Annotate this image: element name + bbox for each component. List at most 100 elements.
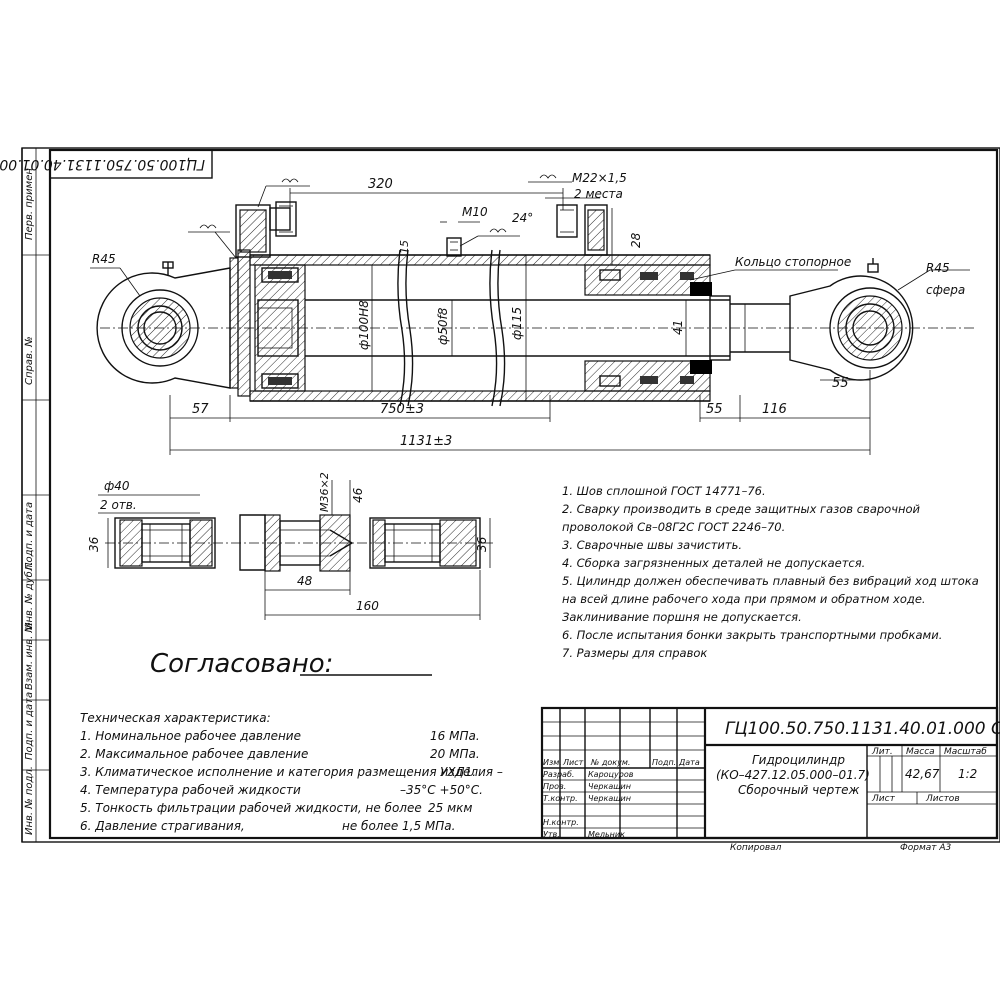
tech-row-2-value: УХЛ1. — [440, 765, 476, 779]
dim-r45-left: R45 — [92, 252, 116, 266]
dim-320: 320 — [368, 177, 393, 192]
dim-phi40: ф40 — [104, 479, 130, 493]
dim-m36: М36×2 — [318, 472, 331, 512]
dim-36-b: 36 — [475, 536, 489, 552]
dim-phi50: ф50f8 — [436, 307, 450, 345]
note-line-9: 7. Размеры для справок — [562, 646, 707, 660]
left-eye — [96, 261, 231, 389]
tech-heading: Техническая характеристика: — [80, 711, 271, 725]
piston — [254, 264, 306, 392]
dim-m22: М22×1,5 — [572, 171, 627, 185]
dim-55-b: 55 — [832, 376, 849, 391]
name-0: Кароцуров — [588, 770, 634, 779]
gland — [584, 264, 712, 392]
drawing-type: Сборочный чертеж — [738, 783, 860, 797]
detail-dim-texts: ф40 2 отв. 36 М36×2 46 48 160 36 — [87, 472, 489, 613]
note-line-3: 3. Сварочные швы зачистить. — [562, 538, 742, 552]
side-label-3: Инв. № дубл. — [23, 562, 35, 630]
dim-r45-right: R45 — [926, 261, 950, 275]
note-line-8: 6. После испытания бонки закрыть транспо… — [562, 628, 942, 642]
note-line-5: 5. Цилиндр должен обеспечивать плавный б… — [562, 574, 979, 588]
side-strip: Перв. примен Справ. № Подп. и дата Инв. … — [21, 148, 50, 842]
col-doc: № докум. — [590, 758, 630, 767]
dim-phi115: ф115 — [510, 307, 524, 340]
rod — [305, 295, 790, 361]
cylinder-assembly — [96, 174, 975, 407]
side-label-6: Инв. № подл. — [24, 766, 35, 835]
col-izm: Изм. — [543, 758, 562, 767]
header-sheets: Листов — [925, 794, 960, 804]
rotated-stamp-text: ГЦ100.50.750.1131.40.01.000 СБ — [0, 156, 205, 172]
dim-116: 116 — [762, 402, 787, 417]
rotated-stamp: ГЦ100.50.750.1131.40.01.000 СБ — [0, 149, 213, 179]
side-label-2: Подп. и дата — [24, 502, 35, 570]
dim-1131: 1131±3 — [400, 434, 452, 449]
tech-row-3-label: 4. Температура рабочей жидкости — [80, 783, 301, 797]
agreement: Согласовано: — [150, 649, 432, 679]
role-2: Т.контр. — [543, 794, 578, 803]
dim-24deg: 24° — [512, 211, 533, 225]
dim-160: 160 — [356, 599, 379, 613]
tech-characteristics: Техническая характеристика: 1. Номинальн… — [80, 711, 503, 833]
header-sheet: Лист — [871, 794, 896, 804]
side-label-1: Справ. № — [24, 336, 35, 385]
name-5: Мельник — [588, 830, 625, 839]
dim-57: 57 — [192, 402, 209, 417]
side-label-4: Взам. инв. № — [24, 622, 35, 690]
col-sign: Подп. — [652, 758, 676, 767]
col-list: Лист — [562, 758, 584, 767]
scale-value: 1:2 — [958, 767, 977, 781]
inner-frame — [48, 148, 999, 840]
detail-section — [98, 480, 495, 620]
right-eye — [789, 258, 914, 381]
dim-55-a: 55 — [706, 402, 723, 417]
cylinder-tube — [249, 249, 711, 407]
dim-46: 46 — [351, 487, 365, 503]
role-5: Утв. — [543, 830, 560, 839]
name-2: Черкашин — [588, 794, 631, 803]
tech-row-1-label: 2. Максимальное рабочее давление — [80, 747, 308, 761]
header-mass: Масса — [906, 747, 935, 757]
note-line-7: Заклинивание поршня не допускается. — [562, 610, 802, 624]
dim-sphere: сфера — [926, 283, 965, 297]
dim-2-holes: 2 отв. — [100, 498, 137, 512]
side-label-0: Перв. примен — [24, 168, 35, 240]
note-line-4: 4. Сборка загрязненных деталей не допуск… — [562, 556, 865, 570]
tech-row-4-value: 25 мкм — [428, 801, 472, 815]
dim-750: 750±3 — [380, 402, 424, 417]
main-dimensions — [90, 188, 970, 455]
role-4: Н.контр. — [543, 818, 579, 827]
tech-row-5-value: не более 1,5 МПа. — [342, 819, 455, 833]
col-date: Дата — [678, 758, 700, 767]
dim-48: 48 — [297, 574, 313, 588]
product-code: (КО–427.12.05.000–01.7) — [716, 768, 870, 782]
tech-row-4-label: 5. Тонкость фильтрации рабочей жидкости,… — [80, 801, 422, 815]
right-port — [556, 204, 608, 256]
format-label: Формат А3 — [900, 843, 952, 853]
name-1: Черкашин — [588, 782, 631, 791]
technical-notes: 1. Шов сплошной ГОСТ 14771–76. 2. Сварку… — [562, 484, 979, 660]
main-dim-texts: 320 М10 М22×1,5 2 места 24° 15 28 R45 R4… — [92, 171, 965, 449]
product-name: Гидроцилиндр — [752, 753, 845, 767]
side-label-5: Подп. и дата — [24, 692, 35, 760]
tech-row-1-value: 20 МПа. — [430, 747, 480, 761]
dim-2-places: 2 места — [574, 187, 623, 201]
note-line-2: проволокой Св–08Г2С ГОСТ 2246–70. — [562, 520, 785, 534]
tech-row-0-label: 1. Номинальное рабочее давление — [80, 729, 301, 743]
note-line-1: 2. Сварку производить в среде защитных г… — [562, 502, 921, 516]
tech-row-0-value: 16 МПа. — [430, 729, 480, 743]
dim-phi100: ф100Н8 — [357, 300, 371, 350]
dim-m10: М10 — [462, 205, 488, 219]
dim-36-a: 36 — [87, 536, 101, 552]
tech-row-3-value: –35°С +50°С. — [400, 783, 483, 797]
designation: ГЦ100.50.750.1131.40.01.000 СБ — [725, 719, 1000, 739]
ring-label: Кольцо стопорное — [735, 255, 851, 269]
left-port — [235, 201, 297, 258]
note-line-0: 1. Шов сплошной ГОСТ 14771–76. — [562, 484, 766, 498]
header-lit: Лит. — [871, 747, 893, 757]
note-line-6: на всей длине рабочего хода при прямом и… — [562, 592, 926, 606]
tech-row-5-label: 6. Давление страгивания, — [80, 819, 245, 833]
copied-label: Копировал — [730, 843, 782, 853]
dim-28: 28 — [629, 232, 643, 248]
